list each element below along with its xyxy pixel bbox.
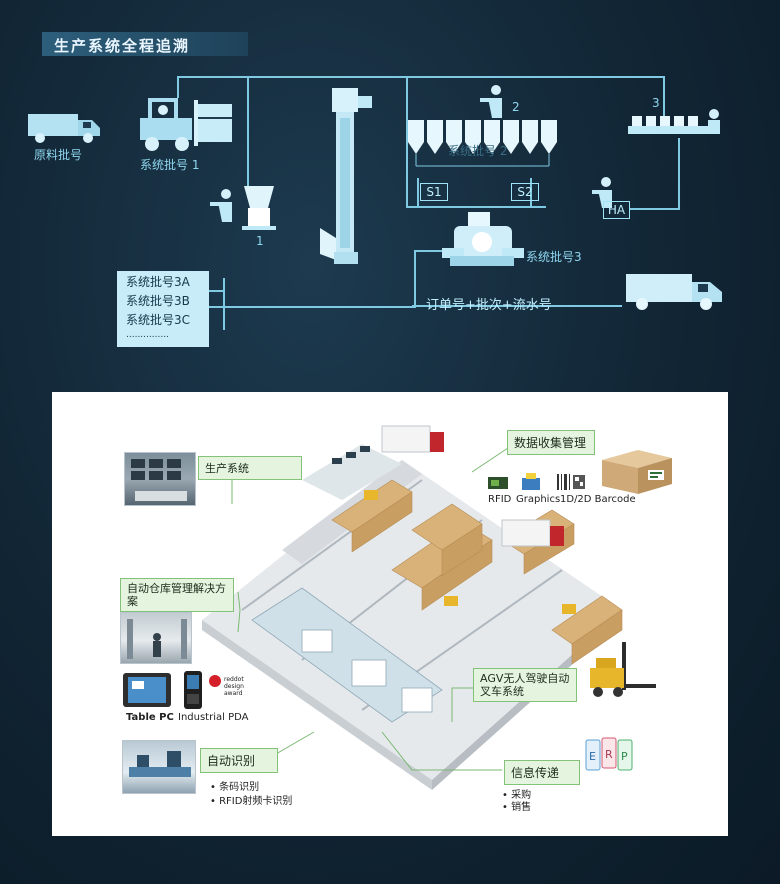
auto-identify-photo bbox=[122, 740, 196, 794]
warehouse-photo bbox=[120, 612, 192, 664]
table-pc-label: Table PC bbox=[126, 712, 174, 723]
auto-identify-item: • 条码识别 bbox=[210, 782, 260, 793]
rfid-label: RFID bbox=[488, 494, 512, 505]
connector-line bbox=[209, 290, 223, 292]
ha-tag: HA bbox=[603, 201, 630, 219]
erp-icon: E R P bbox=[585, 737, 633, 771]
erp-letter-e: E bbox=[589, 750, 596, 763]
data-collection-tag: 数据收集管理 bbox=[507, 430, 595, 455]
worker-icon bbox=[480, 85, 502, 118]
auto-identify-item: • RFID射频卡识别 bbox=[210, 796, 293, 807]
silo-row-icon bbox=[408, 120, 557, 167]
agv-forklift-image bbox=[590, 642, 656, 697]
info-transfer-tag: 信息传递 bbox=[504, 760, 580, 785]
mixer-machine-icon bbox=[242, 186, 276, 230]
warehouse-solution-tag: 自动仓库管理解决方案 bbox=[120, 578, 234, 612]
connector-line bbox=[406, 206, 546, 208]
reddot-award-icon bbox=[209, 675, 221, 687]
industrial-pda-image bbox=[184, 671, 202, 709]
section-title: 生产系统全程追溯 bbox=[42, 32, 248, 56]
rfid-reader-icon bbox=[488, 477, 508, 489]
batch-list-item: ............... bbox=[117, 328, 209, 347]
tablet-pc-image bbox=[123, 673, 171, 707]
sys-batch3-label: 系统批号3 bbox=[526, 250, 582, 264]
connector-line bbox=[177, 76, 665, 78]
connector-line bbox=[209, 306, 414, 308]
raw-batch-label: 原料批号 bbox=[34, 148, 83, 162]
forklift-icon bbox=[140, 98, 232, 151]
connector-line bbox=[630, 208, 680, 210]
step2-label: 2 bbox=[512, 100, 520, 114]
batch-list-item: 系统批号3A bbox=[117, 271, 209, 290]
connector-line bbox=[177, 76, 179, 98]
erp-letter-r: R bbox=[605, 748, 613, 761]
connector-line bbox=[406, 76, 408, 206]
barcode-icon bbox=[557, 474, 585, 490]
batch-list-item: 系统批号3B bbox=[117, 290, 209, 309]
batch-list-item: 系统批号3C bbox=[117, 309, 209, 328]
auto-identify-tag: 自动识别 bbox=[200, 748, 278, 773]
graphics-printer-icon bbox=[522, 473, 540, 490]
connector-line bbox=[247, 76, 249, 186]
packing-machine-icon bbox=[442, 212, 524, 266]
barcode-label: 1D/2D Barcode bbox=[560, 494, 636, 505]
worker-icon bbox=[592, 177, 612, 208]
truck-icon bbox=[626, 274, 722, 310]
rfid-recognition-text: RFID射频卡识别 bbox=[219, 796, 293, 807]
erp-letter-p: P bbox=[621, 750, 628, 763]
production-system-tag: 生产系统 bbox=[198, 456, 302, 480]
s2-tag: S2 bbox=[511, 183, 539, 201]
connector-line bbox=[678, 138, 680, 210]
connector-line bbox=[223, 278, 225, 330]
order-code-label: 订单号+批次+流水号 bbox=[426, 298, 552, 313]
connector-line bbox=[414, 250, 416, 308]
s1-tag: S1 bbox=[420, 183, 448, 201]
sys-batch2-label: 系统批号 2 bbox=[448, 144, 508, 158]
agv-tag: AGV无人驾驶自动叉车系统 bbox=[473, 668, 577, 702]
info-transfer-item: • 销售 bbox=[502, 802, 532, 813]
sys-batch1-label: 系统批号 1 bbox=[140, 158, 200, 172]
connector-line bbox=[417, 178, 419, 206]
elevator-tower-icon bbox=[320, 88, 372, 264]
graphics-label: Graphics bbox=[516, 494, 561, 505]
purchase-text: 采购 bbox=[511, 790, 532, 801]
worker-icon bbox=[210, 189, 232, 222]
carton-box-image bbox=[602, 450, 672, 494]
sales-text: 销售 bbox=[511, 802, 532, 813]
info-transfer-item: • 采购 bbox=[502, 790, 532, 801]
reddot-award-label: reddot design award bbox=[224, 676, 244, 697]
step1-label: 1 bbox=[256, 234, 264, 248]
connector-line bbox=[530, 178, 532, 206]
connector-line bbox=[663, 76, 665, 124]
control-room-photo bbox=[124, 452, 196, 506]
factory-panel: 生产系统 数据收集管理 RFID Graphics 1D/2D Barcode … bbox=[52, 392, 728, 836]
truck-icon bbox=[28, 114, 100, 143]
conveyor-icon bbox=[628, 109, 720, 134]
connector-line bbox=[412, 305, 622, 307]
step3-label: 3 bbox=[652, 96, 660, 110]
barcode-recognition-text: 条码识别 bbox=[219, 782, 260, 793]
industrial-pda-label: Industrial PDA bbox=[178, 712, 249, 723]
